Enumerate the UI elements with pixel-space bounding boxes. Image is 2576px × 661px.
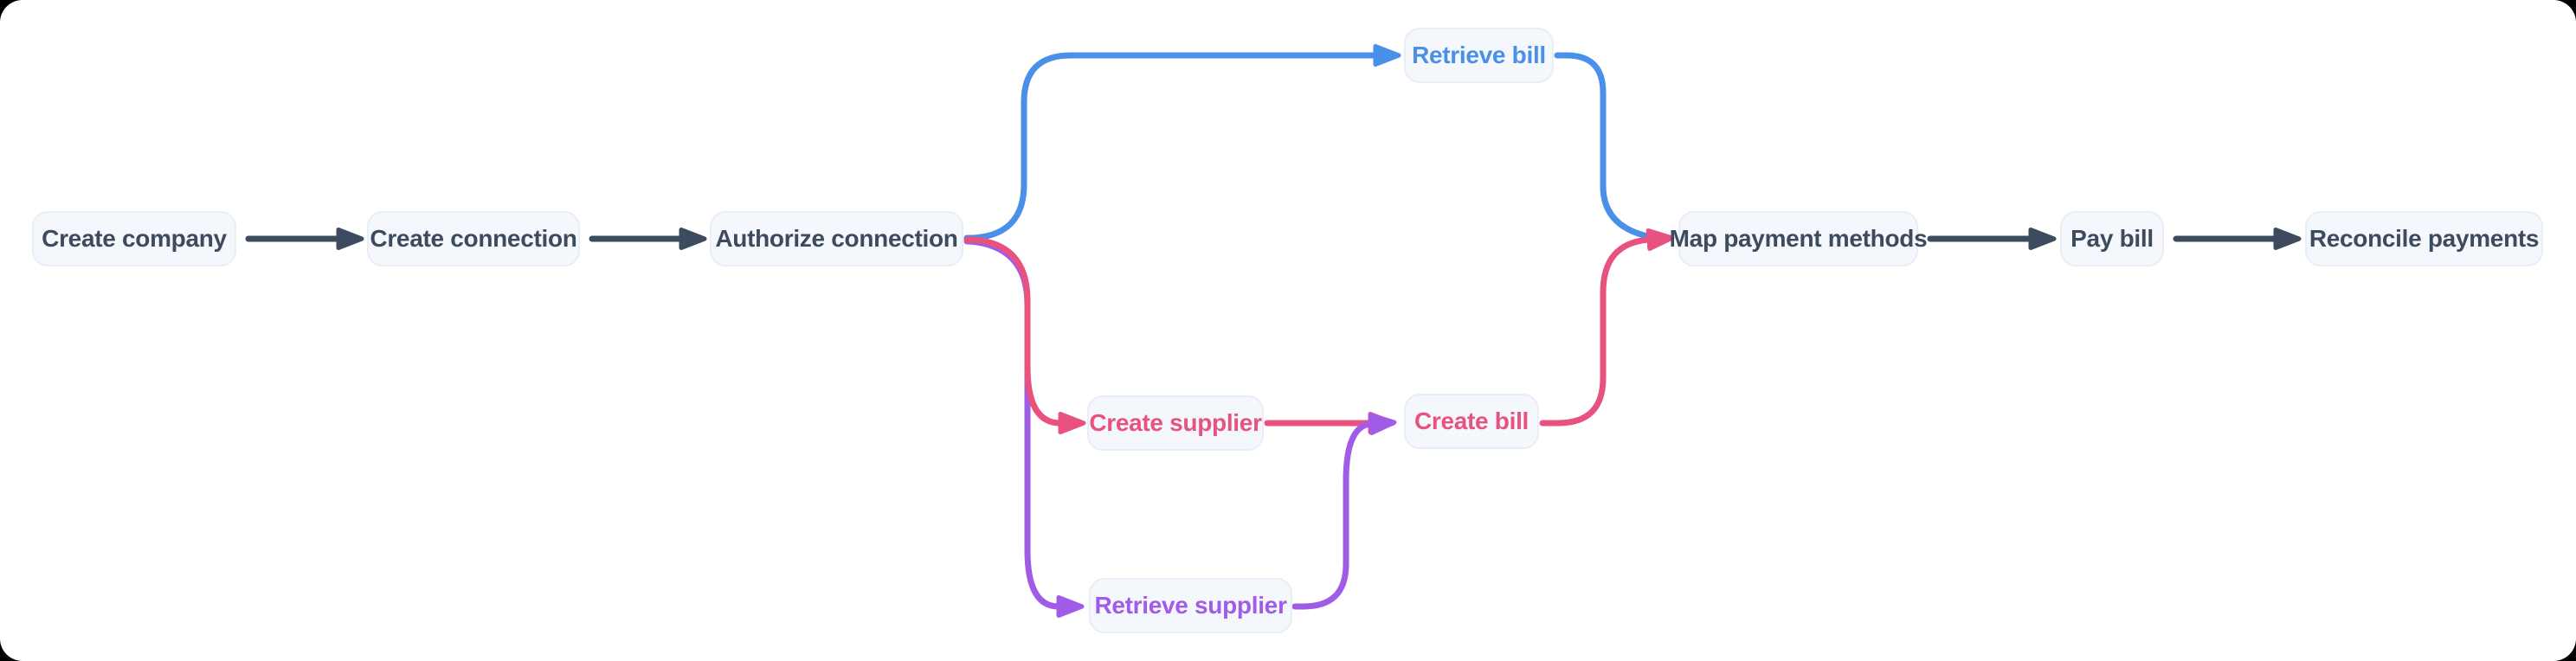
edge-authorize-connection-to-retrieve-supplier (963, 238, 1085, 618)
edge-retrieve-bill-to-map-payment-methods (1554, 52, 1655, 241)
node-pay-bill-label: Pay bill (2070, 225, 2154, 252)
node-retrieve-supplier[interactable]: Retrieve supplier (1089, 578, 1292, 633)
edge-create-bill-to-map-payment-methods (1539, 228, 1675, 427)
node-create-connection-label: Create connection (370, 225, 577, 252)
node-map-payment-methods-label: Map payment methods (1669, 225, 1928, 252)
node-authorize-connection-label: Authorize connection (715, 225, 958, 252)
node-create-company-label: Create company (42, 225, 227, 252)
edge-authorize-connection-to-retrieve-bill (963, 44, 1401, 241)
node-pay-bill[interactable]: Pay bill (2060, 211, 2164, 266)
node-reconcile-payments[interactable]: Reconcile payments (2305, 211, 2543, 266)
edge-retrieve-supplier-to-create-bill (1291, 413, 1397, 610)
node-retrieve-bill-label: Retrieve bill (1412, 42, 1546, 68)
node-authorize-connection[interactable]: Authorize connection (710, 211, 963, 266)
node-retrieve-bill[interactable]: Retrieve bill (1404, 28, 1554, 83)
node-reconcile-payments-label: Reconcile payments (2309, 225, 2540, 252)
node-create-bill-label: Create bill (1414, 408, 1530, 434)
node-create-supplier-label: Create supplier (1089, 409, 1262, 436)
node-retrieve-supplier-label: Retrieve supplier (1094, 592, 1287, 619)
node-create-connection[interactable]: Create connection (367, 211, 580, 266)
node-create-supplier[interactable]: Create supplier (1087, 395, 1264, 451)
edge-authorize-connection-to-create-supplier (963, 236, 1086, 434)
node-map-payment-methods[interactable]: Map payment methods (1670, 211, 1928, 266)
node-create-bill[interactable]: Create bill (1404, 394, 1539, 449)
node-create-company[interactable]: Create company (32, 211, 236, 266)
